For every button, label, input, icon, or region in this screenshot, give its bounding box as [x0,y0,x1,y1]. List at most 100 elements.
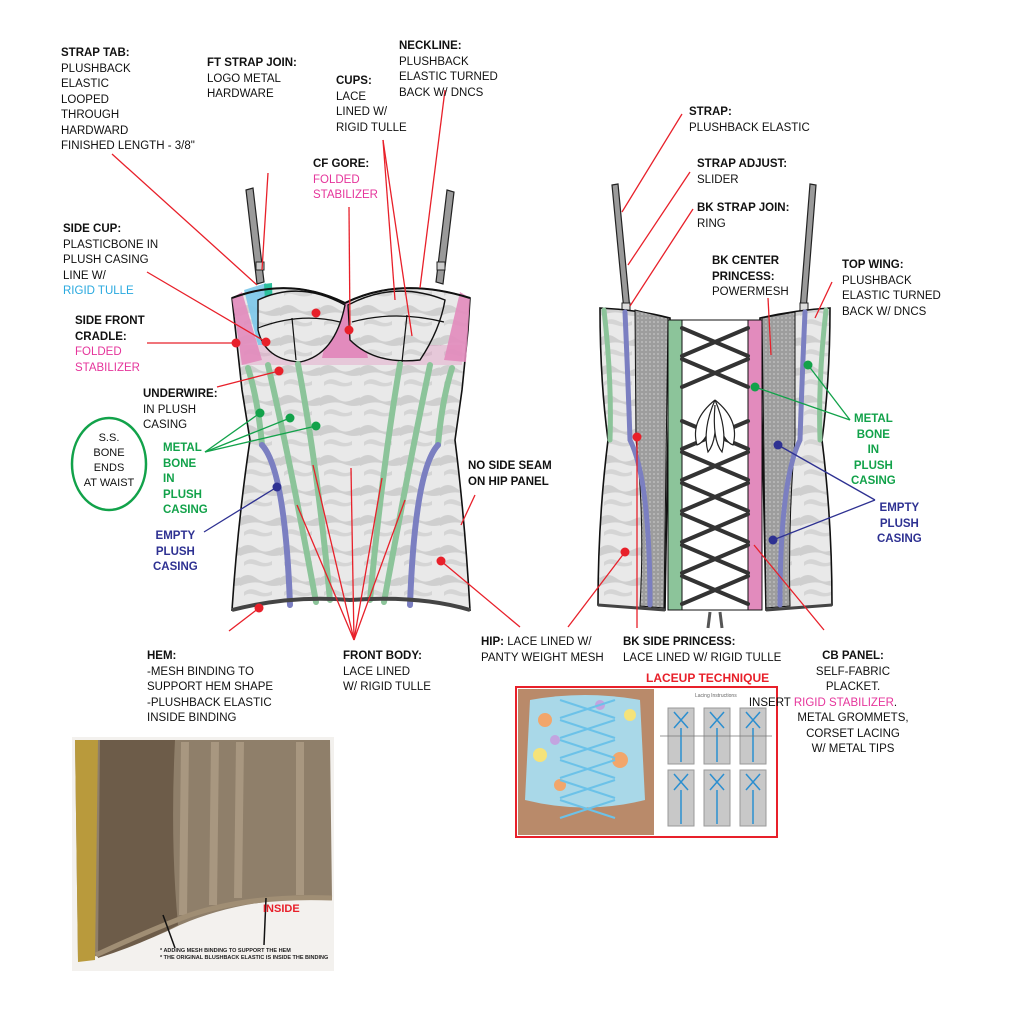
callout-line: CASING [143,419,188,431]
callout-strap-tab: STRAP TAB: PLUSHBACK ELASTIC LOOPED THRO… [61,46,195,155]
ss-bone-note: S.S. BONE ENDS AT WAIST [80,431,138,491]
note-line: AT WAIST [83,477,135,489]
callout-line: METAL [163,442,202,454]
leader-strap-adjust [627,171,691,266]
right-cup [347,290,446,362]
leader-front-body [296,504,355,641]
callout-line: LOOPED [61,93,109,106]
leader-dot [261,337,271,347]
callout-line: FINISHED LENGTH - 3/8" [61,140,195,152]
callout-line: RIGID TULLE [336,121,407,134]
inside-construction-photo [72,737,334,971]
callout-title: UNDERWIRE: [143,388,218,400]
leader-metal-bone [204,417,291,453]
lace-cross [680,574,750,606]
photo-lace-cross [559,739,616,759]
callout-title: PRINCESS: [712,270,775,283]
callout-line: PLUSHBACK ELASTIC [689,121,810,134]
callout-line: POWERMESH [712,286,789,298]
leader-cb-panel [753,544,825,631]
leader-dot [768,535,778,545]
callout-line: INSIDE BINDING [147,712,237,724]
leader-dot [231,338,241,348]
callout-side-cup: SIDE CUP: PLASTICBONE IN PLUSH CASING LI… [63,222,158,300]
back-right-strap [799,183,817,312]
callout-title: BK CENTER [712,255,780,267]
callout-line: SELF-FABRIC [815,665,891,678]
leader-dot [344,325,354,335]
callout-line: LINED W/ [336,106,388,118]
callout-inline: LACE LINED W/ [507,636,592,648]
leader-neckline [419,89,446,289]
callout-metal-bone-back: METAL BONE IN PLUSH CASING [851,412,896,490]
lace-path [745,773,761,824]
callout-insert-line: INSERT RIGID STABILIZER. [713,696,933,712]
lace-cross [680,326,750,358]
callout-highlight: STABILIZER [75,361,140,374]
photo-lace-cross [559,699,616,719]
leader-dot [274,366,284,376]
laceup-technique-title: LACEUP TECHNIQUE [646,671,770,685]
callout-line: PLUSH [853,459,893,472]
callout-cups: CUPS: LACE LINED W/ RIGID TULLE [336,74,407,136]
callout-title: NECKLINE: [399,40,462,52]
callout-line: BACK W/ DNCS [399,86,484,99]
callout-highlight: RIGID TULLE [63,285,134,297]
photo-lace-cross [559,779,616,799]
callout-line: LACE LINED W/ RIGID TULLE [623,651,782,664]
callout-no-side-seam: NO SIDE SEAM ON HIP PANEL [468,459,552,490]
leader-front-body [353,499,406,641]
callout-title: BK SIDE PRINCESS: [623,636,736,648]
callout-line: PANTY WEIGHT MESH [481,651,604,664]
ss-bone-note-oval [70,416,148,512]
lace-path [673,711,689,762]
callout-line: METAL GROMMETS, [797,712,909,724]
callout-title: HIP: [481,636,504,648]
callout-title: STRAP: [689,106,732,118]
callout-top-wing: TOP WING: PLUSHBACK ELASTIC TURNED BACK … [842,258,941,320]
callout-title: CRADLE: [75,330,127,343]
callout-line: BONE [856,428,890,441]
callout-front-body: FRONT BODY: LACE LINED W/ RIGID TULLE [343,649,431,696]
front-left-strap [245,187,265,285]
callout-line: EMPTY [155,530,196,542]
callout-bk-side-princess: BK SIDE PRINCESS: LACE LINED W/ RIGID TU… [623,635,781,666]
lace-cross [680,543,750,575]
leader-cups [382,139,413,337]
callout-line: SUPPORT HEM SHAPE [147,681,274,693]
callout-line: BONE [163,457,197,470]
lace-cross [680,481,750,513]
insert-prefix: INSERT [748,696,794,709]
lace-cross [680,512,750,544]
leader-dot [803,360,813,370]
front-garment [231,187,471,612]
leader-ft-strap-join [261,172,269,271]
metal-bones-front [245,361,455,605]
leader-metal-bone [204,425,317,453]
callout-line: PLUSH CASING [63,254,149,266]
back-garment [597,183,833,629]
callout-line: THROUGH [61,109,120,121]
leader-dot [272,482,282,492]
callout-line: ELASTIC TURNED [399,71,498,83]
lacing-instructions-title: Lacing Instructions [695,693,737,699]
callout-line: METAL [853,413,893,425]
callout-cf-gore: CF GORE: FOLDED STABILIZER [313,157,378,204]
leader-cups [382,139,396,301]
callout-title: SIDE FRONT [75,315,145,327]
callout-title: FRONT BODY: [343,650,423,662]
callout-line: PLUSH [163,488,202,501]
callout-highlight: FOLDED [313,173,360,186]
callout-line: BACK W/ DNCS [842,305,927,318]
callout-highlight: RIGID STABILIZER [793,696,894,709]
leader-dot [773,440,783,450]
callout-line: EMPTY [879,502,920,514]
callout-line: HARDWARD [61,124,129,137]
callout-line: IN [867,444,880,456]
callout-title: SIDE CUP: [63,223,122,235]
callout-title: NO SIDE SEAM [468,460,552,472]
lace-path [709,773,725,824]
callout-ft-strap-join: FT STRAP JOIN: LOGO METAL HARDWARE [207,56,297,103]
callout-line: CASING [851,475,896,487]
